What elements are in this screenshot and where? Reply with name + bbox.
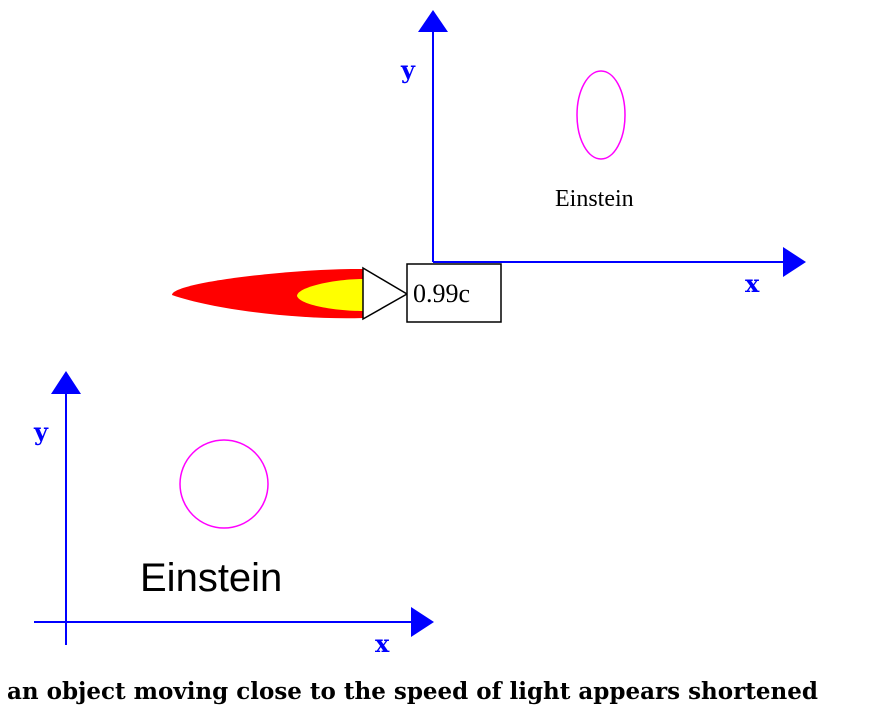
moving-x-arrowhead xyxy=(783,247,806,277)
rocket: 0.99c xyxy=(172,264,501,322)
einstein-rest-label: Einstein xyxy=(140,556,282,600)
einstein-contracted-oval xyxy=(577,71,625,159)
einstein-rest-circle xyxy=(180,440,268,528)
rest-y-arrowhead xyxy=(51,371,81,394)
rest-x-arrowhead xyxy=(411,607,434,637)
rocket-nose xyxy=(363,268,407,319)
rest-x-label: x xyxy=(375,629,390,658)
speed-label: 0.99c xyxy=(413,279,470,308)
moving-frame: y x Einstein 0.99c xyxy=(172,10,806,322)
einstein-contracted-label: Einstein xyxy=(555,186,634,212)
moving-x-label: x xyxy=(745,269,760,298)
caption: an object moving close to the speed of l… xyxy=(7,678,818,705)
rest-frame: y x Einstein xyxy=(33,371,434,658)
moving-y-label: y xyxy=(400,55,416,84)
moving-y-arrowhead xyxy=(418,10,448,32)
rest-y-label: y xyxy=(33,417,49,446)
